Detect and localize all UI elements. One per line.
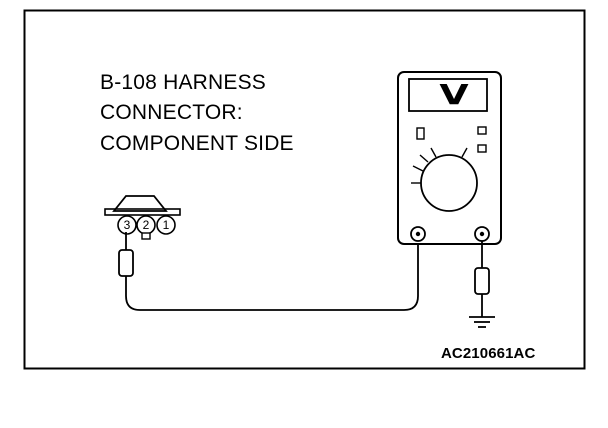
ground-probe: [474, 241, 490, 317]
diagram-frame: [23, 9, 586, 370]
meter-readout: V: [439, 78, 469, 111]
connector-title-line-3: COMPONENT SIDE: [100, 132, 294, 155]
pin-label-3: 3: [123, 218, 131, 232]
connector-title-line-2: CONNECTOR:: [100, 101, 243, 124]
pin-label-2: 2: [142, 218, 150, 232]
harness-connector: [104, 195, 181, 240]
voltmeter: [397, 71, 502, 245]
range-dial: [420, 154, 478, 212]
pin-3-circle: [117, 215, 137, 235]
meter-switch: [416, 127, 425, 140]
connector-title-line-1: B-108 HARNESS: [100, 71, 266, 94]
test-lead-wire: [125, 243, 419, 311]
connector-probe: [118, 232, 134, 277]
figure-code: AC210661AC: [441, 345, 536, 362]
pin-label-1: 1: [162, 218, 170, 232]
meter-display: [408, 78, 488, 112]
pin-1-circle: [156, 215, 176, 235]
ground-icon: [469, 316, 495, 328]
